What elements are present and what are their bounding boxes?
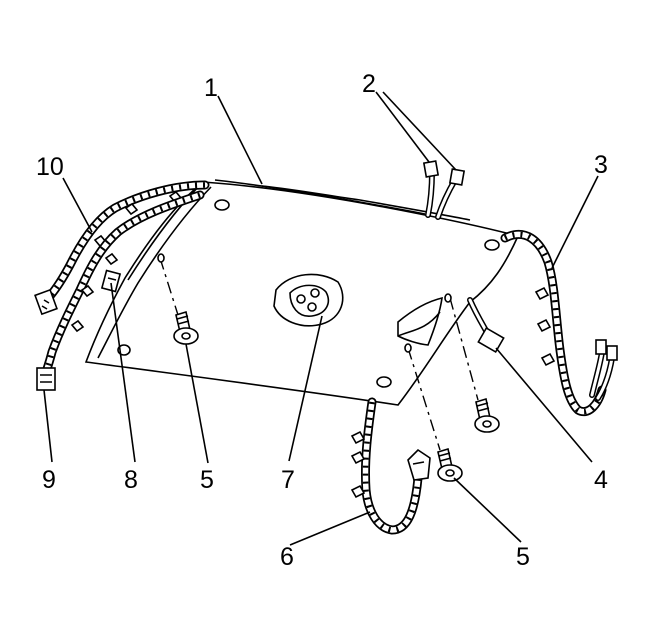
callout-4: 4: [594, 466, 608, 494]
callout-5-right: 5: [516, 543, 530, 571]
headliner-opening: [397, 296, 443, 346]
callout-3: 3: [594, 151, 608, 179]
connector-8: [100, 269, 122, 293]
wiring-harness-3: [500, 229, 618, 417]
callout-5-left: 5: [200, 466, 214, 494]
retainer-fastener-right: [444, 293, 500, 433]
callout-10: 10: [36, 153, 64, 181]
callout-6: 6: [280, 543, 294, 571]
callout-7: 7: [281, 466, 295, 494]
callout-8: 8: [124, 466, 138, 494]
retainer-fastener-left: [157, 253, 199, 345]
wiring-harness-4: [467, 297, 505, 354]
wiring-harness-6: [350, 397, 431, 535]
callout-labels: 1 2 3 4 5 5 6 7 8 9 10: [36, 70, 608, 571]
wiring-harness-10: [34, 180, 210, 316]
wiring-harness-2: [422, 160, 466, 220]
leader-lines: [43, 91, 599, 546]
wiring-harness-9: [36, 190, 205, 391]
dome-lamp-opening: [273, 273, 344, 327]
retainer-fastener-bottom: [404, 343, 463, 482]
callout-1: 1: [204, 74, 218, 102]
callout-9: 9: [42, 466, 56, 494]
callout-2: 2: [362, 70, 376, 98]
